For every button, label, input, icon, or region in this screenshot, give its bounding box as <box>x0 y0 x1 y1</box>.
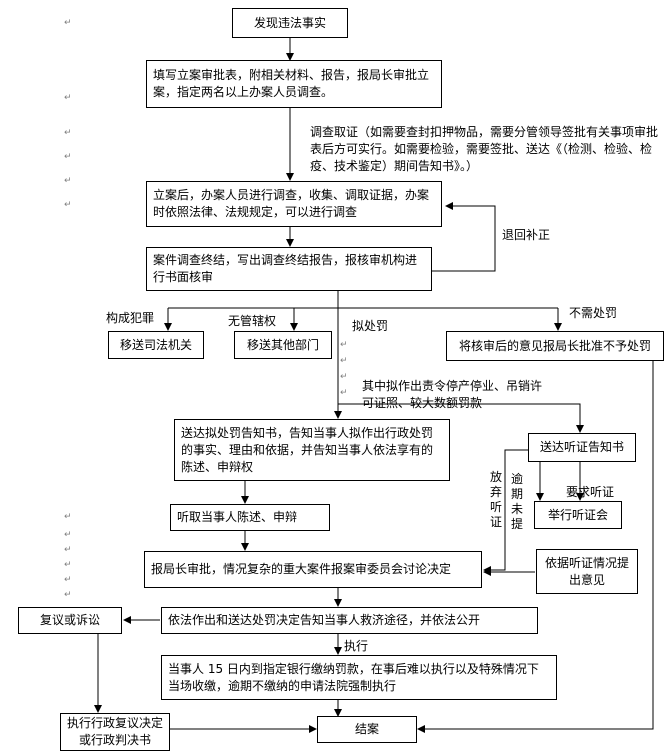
label-overdue-no-request: 逾期未提 <box>511 472 524 531</box>
paragraph-mark: ↵ <box>340 388 348 398</box>
node-close-case-text: 结案 <box>354 722 379 736</box>
node-execute-ruling: 执行行政复议决定或行政判决书 <box>60 713 170 751</box>
label-no-jurisdiction: 无管辖权 <box>228 314 277 328</box>
label-request-hearing: 要求听证 <box>566 485 615 499</box>
node-payment-text: 当事人 15 日内到指定银行缴纳罚款，在事后难以执行以及特殊情况下当场收缴，逾期… <box>168 661 539 693</box>
node-to-judicial-text: 移送司法机关 <box>119 337 192 352</box>
label-propose-penalty: 拟处罚 <box>352 319 389 333</box>
node-close-case: 结案 <box>317 716 417 743</box>
node-to-other-text: 移送其他部门 <box>246 337 319 352</box>
arrow-waive-to-director <box>483 449 536 574</box>
node-hold-hearing: 举行听证会 <box>534 501 622 529</box>
paragraph-mark: ↵ <box>64 560 72 570</box>
node-file-approval: 填写立案审批表，附相关材料、报告，报局长审批立案，指定两名以上办案人员调查。 <box>146 60 442 108</box>
node-listen-statement: 听取当事人陈述、申辩 <box>170 504 330 531</box>
arrow-heavy-to-hearing <box>338 403 584 433</box>
paragraph-mark: ↵ <box>64 176 72 186</box>
node-investigate-text: 立案后，办案人员进行调查，收集、调取证据，办案时依照法律、法规规定，可以进行调查 <box>153 188 430 219</box>
label-waive-hearing: 放弃听证 <box>490 470 503 529</box>
label-no-penalty-needed: 不需处罚 <box>567 305 620 322</box>
node-conclude-text: 案件调查终结，写出调查终结报告，报核审机构进行书面核审 <box>153 253 418 284</box>
node-investigate: 立案后，办案人员进行调查，收集、调取证据，办案时依照法律、法规规定，可以进行调查 <box>146 181 442 227</box>
node-notify-penalty-text: 送达拟处罚告知书，告知当事人拟作出行政处罚的事实、理由和依据，并告知当事人依法享… <box>181 425 434 474</box>
node-reconsider-text: 复议或诉讼 <box>39 613 100 627</box>
label-investigation-note: 调查取证（如需要查封扣押物品，需要分管领导签批有关事项审批表后方可实行。如需要检… <box>310 124 662 175</box>
paragraph-mark: ↵ <box>64 530 72 540</box>
node-no-penalty-text: 将核审后的意见报局长批准不予处罚 <box>458 338 651 353</box>
paragraph-mark: ↵ <box>64 590 72 600</box>
paragraph-mark: ↵ <box>64 200 72 210</box>
label-return-supplement: 退回补正 <box>502 228 551 242</box>
node-decision: 依法作出和送达处罚决定告知当事人救济途径，并依法公开 <box>161 607 538 634</box>
node-hearing-notice-text: 送达听证告知书 <box>539 440 624 454</box>
node-listen-statement-text: 听取当事人陈述、申辩 <box>177 510 298 524</box>
paragraph-mark: ↵ <box>64 18 72 28</box>
paragraph-mark: ↵ <box>64 575 72 585</box>
node-discover-text: 发现违法事实 <box>253 15 326 30</box>
label-crime: 构成犯罪 <box>106 311 155 325</box>
node-file-approval-text: 填写立案审批表，附相关材料、报告，报局长审批立案，指定两名以上办案人员调查。 <box>153 68 430 99</box>
node-hearing-notice: 送达听证告知书 <box>528 433 636 462</box>
node-decision-text: 依法作出和送达处罚决定告知当事人救济途径，并依法公开 <box>168 613 481 627</box>
label-execute: 执行 <box>344 639 369 653</box>
node-no-penalty: 将核审后的意见报局长批准不予处罚 <box>446 331 664 361</box>
node-to-other: 移送其他部门 <box>234 331 332 359</box>
node-payment: 当事人 15 日内到指定银行缴纳罚款，在事后难以执行以及特殊情况下当场收缴，逾期… <box>161 655 557 700</box>
node-reconsider: 复议或诉讼 <box>18 607 122 634</box>
paragraph-mark: ↵ <box>340 340 348 350</box>
paragraph-mark: ↵ <box>64 152 72 162</box>
node-hold-hearing-text: 举行听证会 <box>547 507 608 522</box>
node-director-approval: 报局长审批，情况复杂的重大案件报案审委员会讨论决定 <box>144 551 482 588</box>
paragraph-mark: ↵ <box>64 512 72 522</box>
paragraph-mark: ↵ <box>340 372 348 382</box>
node-to-judicial: 移送司法机关 <box>108 331 204 359</box>
node-director-approval-text: 报局长审批，情况复杂的重大案件报案审委员会讨论决定 <box>151 562 452 576</box>
node-hearing-opinion: 依据听证情况提出意见 <box>536 549 638 594</box>
label-investigation-note-text: 调查取证（如需要查封扣押物品，需要分管领导签批有关事项审批表后方可实行。如需要检… <box>310 125 659 173</box>
node-hearing-opinion-text: 依据听证情况提出意见 <box>544 555 629 587</box>
paragraph-mark: ↵ <box>64 128 72 138</box>
node-notify-penalty: 送达拟处罚告知书，告知当事人拟作出行政处罚的事实、理由和依据，并告知当事人依法享… <box>174 419 450 481</box>
label-heavy-penalty: 其中拟作出责令停产停业、吊销许可证照、较大数额罚款 <box>362 379 543 410</box>
paragraph-mark: ↵ <box>64 545 72 555</box>
paragraph-mark: ↵ <box>64 93 72 103</box>
node-discover: 发现违法事实 <box>232 8 348 38</box>
arrow-return-supplement <box>432 202 496 272</box>
node-conclude: 案件调查终结，写出调查终结报告，报核审机构进行书面核审 <box>146 247 432 291</box>
arrow-no-penalty-to-close <box>417 360 654 733</box>
paragraph-mark: ↵ <box>340 356 348 366</box>
node-execute-ruling-text: 执行行政复议决定或行政判决书 <box>67 716 164 747</box>
